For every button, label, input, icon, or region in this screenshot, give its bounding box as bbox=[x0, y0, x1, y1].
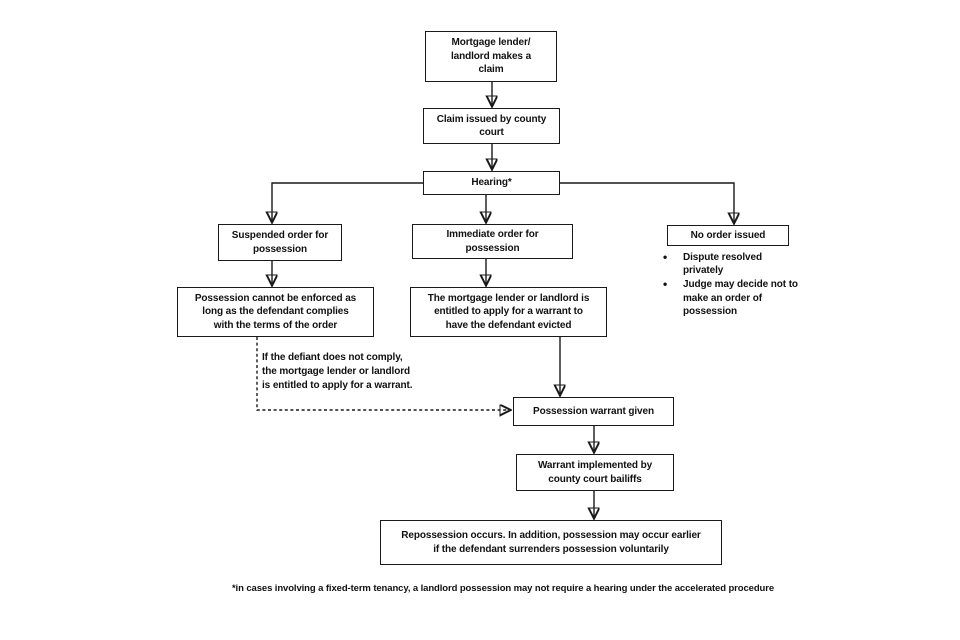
node-immediate-order: Immediate order for possession bbox=[412, 224, 573, 259]
node-no-order-issued: No order issued bbox=[667, 225, 789, 246]
footnote: *in cases involving a fixed-term tenancy… bbox=[231, 583, 775, 594]
node-hearing: Hearing* bbox=[423, 171, 560, 195]
node-mortgage-claim: Mortgage lender/ landlord makes a claim bbox=[425, 31, 557, 82]
dashed-arrow-not-comply-to-warrant bbox=[256, 337, 510, 410]
node-label: Possession warrant given bbox=[533, 405, 654, 417]
no-order-bullet-list: Dispute resolved privately Judge may dec… bbox=[662, 250, 799, 319]
arrow-hearing-to-suspended bbox=[272, 182, 423, 222]
node-label: Immediate order for possession bbox=[446, 229, 539, 254]
node-label: Repossession occurs. In addition, posses… bbox=[401, 530, 701, 555]
node-label: The mortgage lender or landlord is entit… bbox=[427, 292, 590, 331]
node-label: Mortgage lender/ landlord makes a claim bbox=[450, 37, 532, 76]
dashed-branch-note: If the defiant does not comply, the mort… bbox=[262, 352, 413, 391]
arrow-hearing-to-no-order bbox=[560, 182, 734, 223]
node-label: Warrant implemented by county court bail… bbox=[537, 460, 653, 485]
node-claim-issued: Claim issued by county court bbox=[423, 108, 560, 144]
node-label: No order issued bbox=[690, 229, 766, 241]
bullet-item-dispute-resolved: Dispute resolved privately bbox=[662, 250, 799, 277]
node-entitled-to-warrant: The mortgage lender or landlord is entit… bbox=[410, 287, 607, 337]
node-label: Suspended order for possession bbox=[231, 230, 329, 255]
node-label: Claim issued by county court bbox=[436, 113, 547, 139]
node-warrant-given: Possession warrant given bbox=[513, 397, 674, 426]
node-warrant-implemented: Warrant implemented by county court bail… bbox=[516, 454, 674, 491]
node-possession-not-enforced: Possession cannot be enforced as long as… bbox=[177, 287, 374, 337]
node-label: Hearing* bbox=[471, 177, 512, 189]
bullet-item-judge-decision: Judge may decide not to make an order of… bbox=[662, 277, 799, 318]
node-repossession: Repossession occurs. In addition, posses… bbox=[380, 520, 722, 565]
node-label: Possession cannot be enforced as long as… bbox=[194, 292, 357, 331]
node-suspended-order: Suspended order for possession bbox=[218, 224, 342, 261]
